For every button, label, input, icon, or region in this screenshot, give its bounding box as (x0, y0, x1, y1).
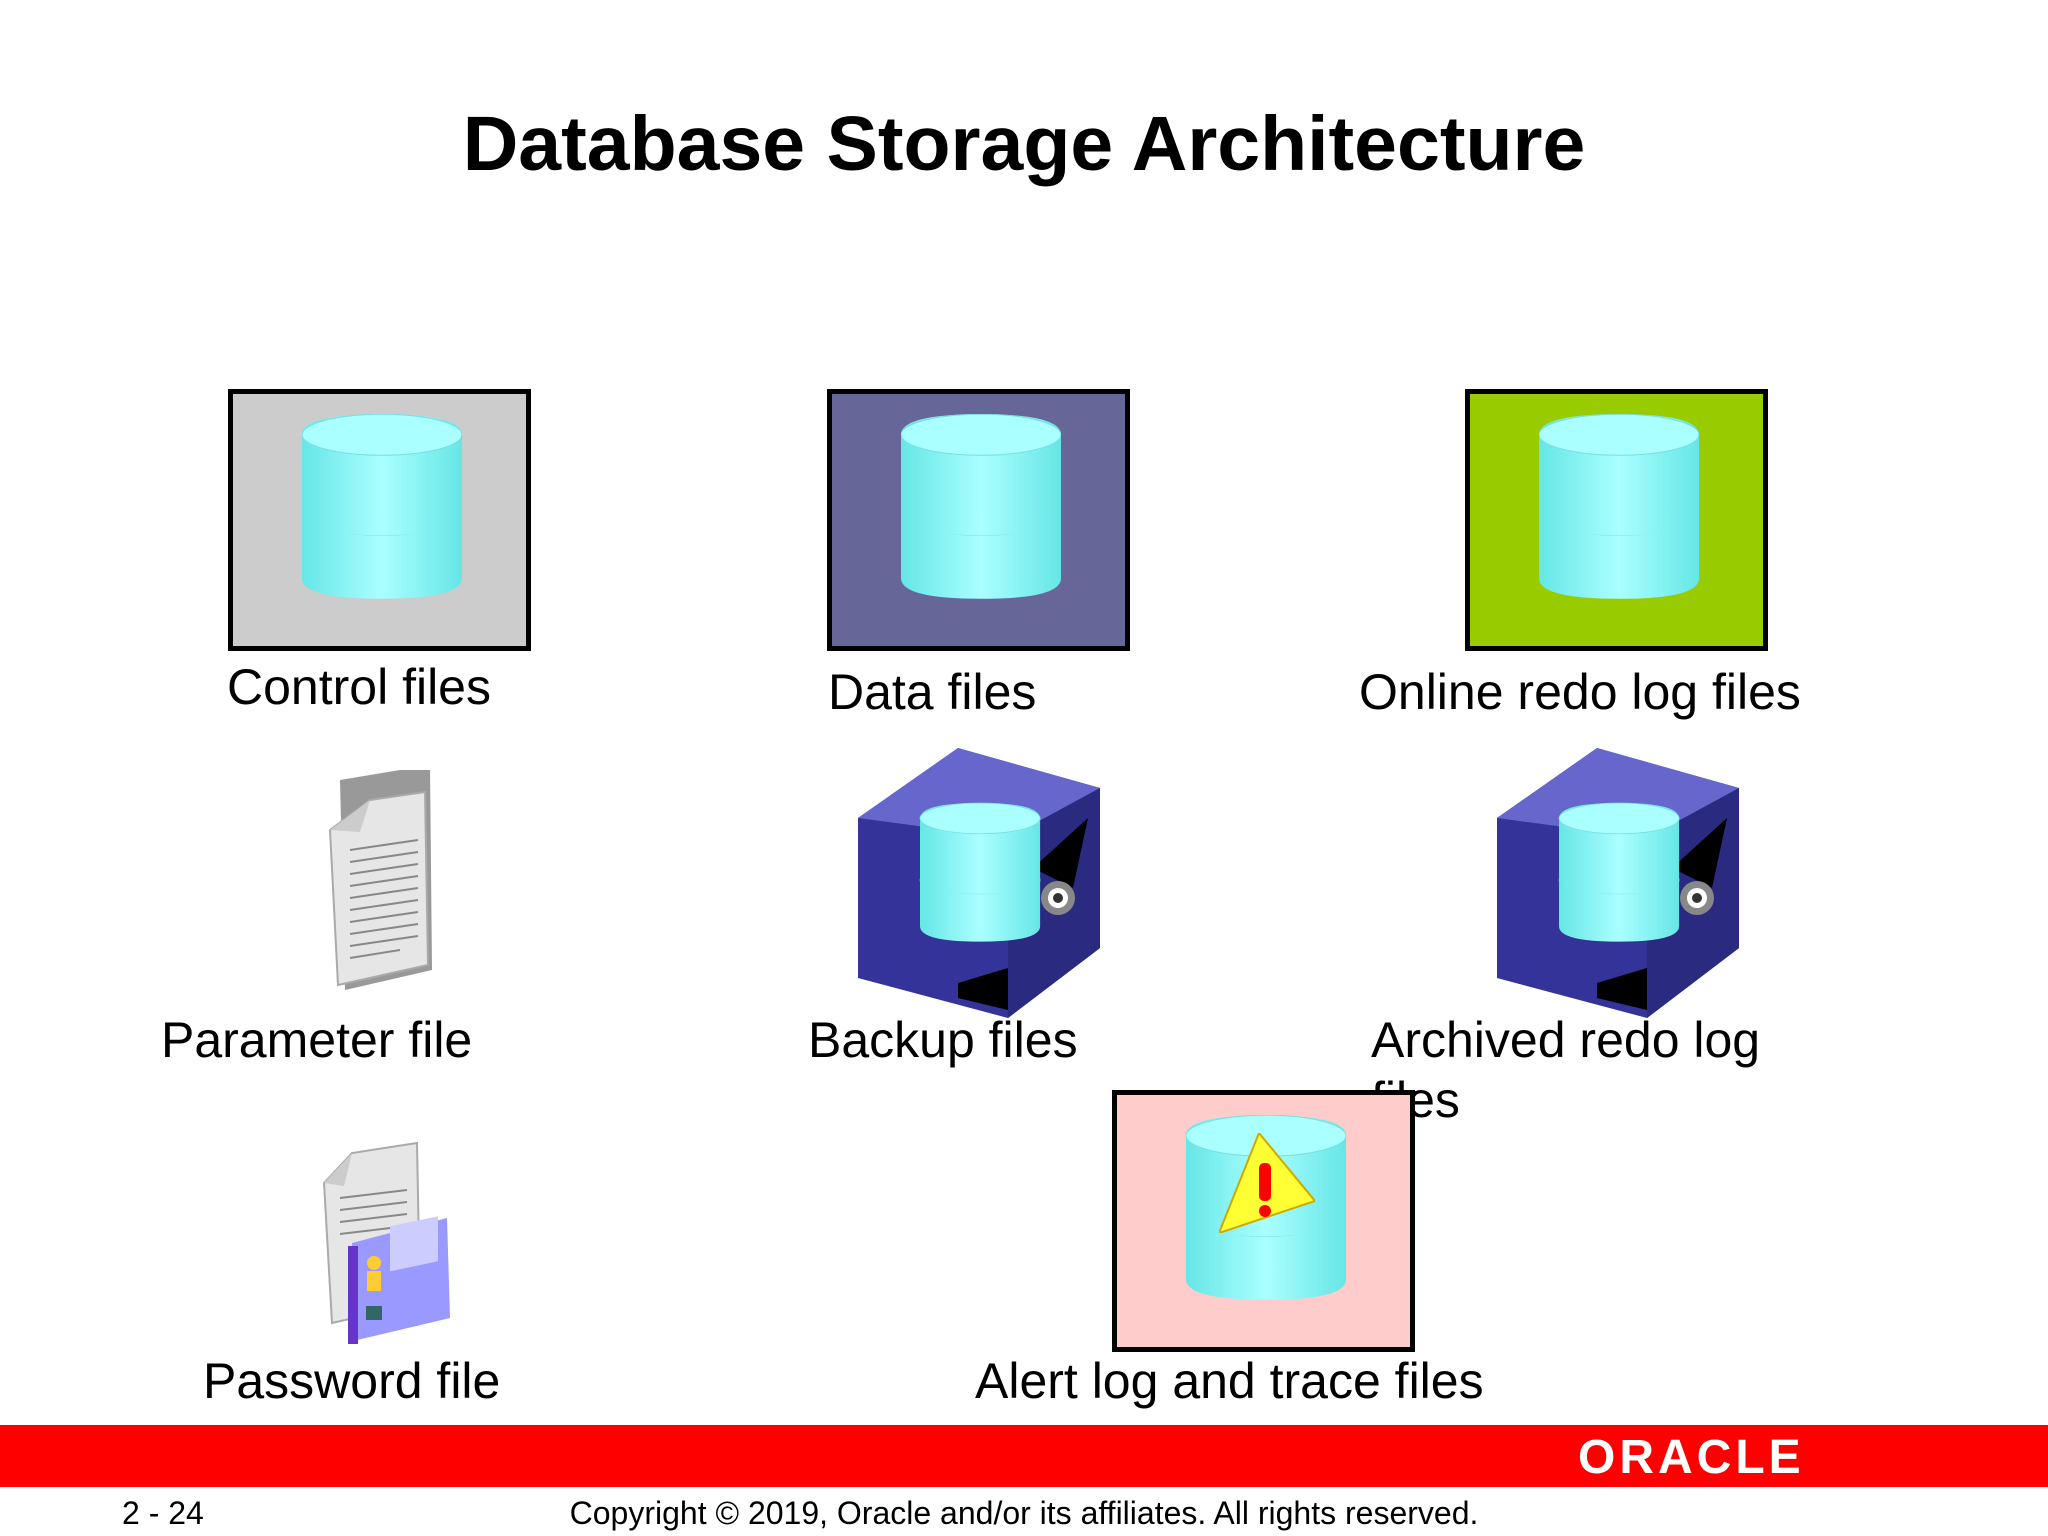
alert-log-box (1112, 1090, 1415, 1352)
slide-number: 2 - 24 (122, 1495, 204, 1531)
data-files-box (827, 389, 1130, 651)
safe-icon (1497, 748, 1739, 1018)
copyright-text: Copyright © 2019, Oracle and/or its affi… (569, 1495, 1479, 1531)
safe-icon (858, 748, 1100, 1018)
archived-redo-label: Archived redo log files (1371, 1012, 1761, 1128)
footer-bar (0, 1425, 2048, 1487)
document-icon (328, 770, 432, 990)
parameter-file-label: Parameter file (161, 1012, 473, 1068)
online-redo-box (1465, 389, 1768, 651)
oracle-logo: ORACLE (1578, 1431, 1805, 1484)
database-cylinder-icon (901, 414, 1061, 599)
database-cylinder-icon (302, 414, 462, 599)
password-file-icon (322, 1141, 450, 1344)
alert-log-label: Alert log and trace files (975, 1353, 1484, 1409)
warning-icon (1219, 1133, 1315, 1233)
backup-files-label: Backup files (808, 1012, 1078, 1068)
control-files-label: Control files (227, 659, 491, 715)
online-redo-label: Online redo log files (1359, 664, 1801, 720)
control-files-box (228, 389, 531, 651)
password-file-label: Password file (203, 1353, 501, 1409)
data-files-label: Data files (828, 664, 1037, 720)
database-cylinder-icon (1539, 414, 1699, 599)
page-title: Database Storage Architecture (462, 101, 1586, 187)
